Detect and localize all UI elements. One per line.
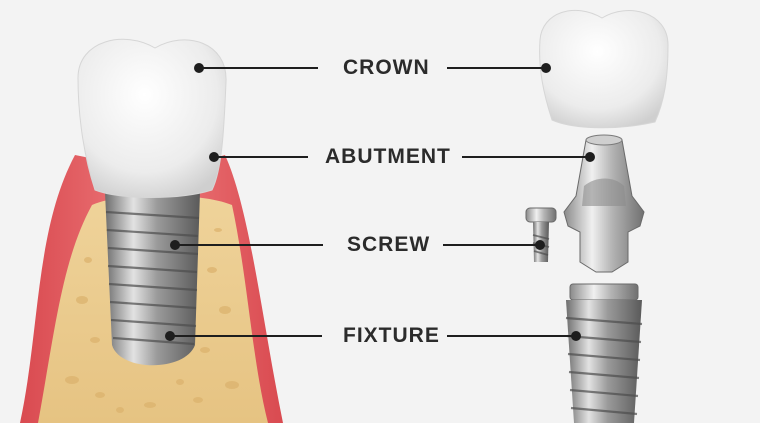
tooth-crown-right [539,9,669,129]
implant-fixture-right [565,283,643,423]
abutment-post [563,134,645,273]
label-abutment: ABUTMENT [325,145,451,168]
label-fixture: FIXTURE [343,324,440,347]
label-screw: SCREW [347,233,431,256]
label-crown: CROWN [343,56,430,79]
titanium-screw [525,207,557,262]
implant-fixture-left [105,192,200,366]
tooth-crown-left [77,38,227,198]
leader-dots [165,63,595,341]
